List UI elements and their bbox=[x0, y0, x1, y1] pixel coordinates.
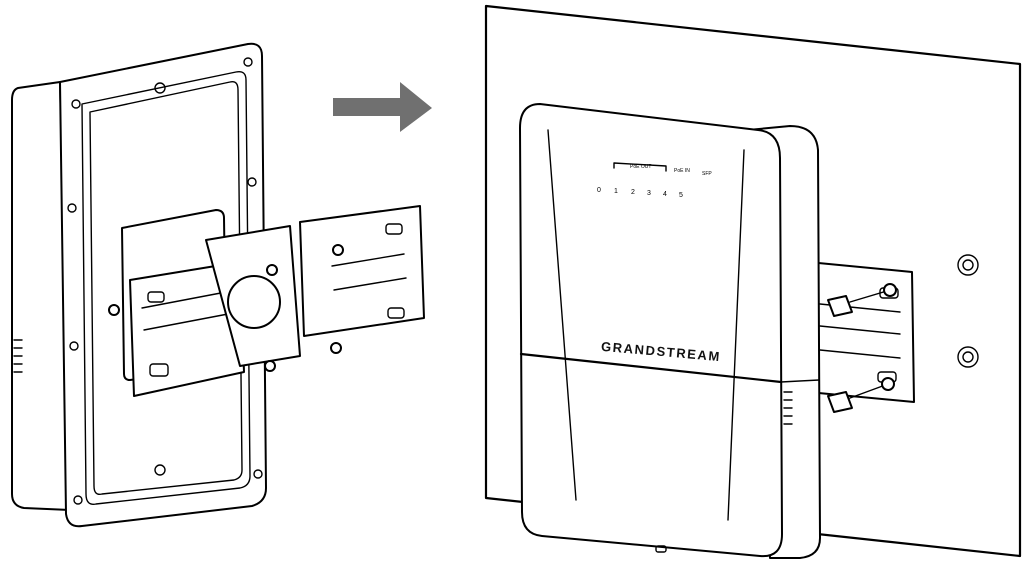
bracket-screws bbox=[108, 244, 344, 372]
port-label: 5 bbox=[679, 192, 683, 199]
port-label: 4 bbox=[663, 191, 667, 198]
wall-panel bbox=[484, 4, 1022, 558]
label-poe-in: PoE IN bbox=[674, 168, 690, 174]
label-poe-out: PoE OUT bbox=[630, 164, 651, 170]
port-label: 0 bbox=[597, 187, 601, 194]
wall-bracket bbox=[807, 261, 915, 413]
side-vent bbox=[13, 339, 23, 373]
front-side-vent bbox=[783, 391, 793, 425]
port-label: 3 bbox=[647, 190, 651, 197]
direction-arrow bbox=[333, 82, 432, 132]
back-screw-holes bbox=[67, 57, 263, 505]
label-sfp: SFP bbox=[702, 171, 712, 177]
port-label: 2 bbox=[631, 189, 635, 196]
port-labels: 0 1 2 3 4 5 bbox=[597, 187, 683, 199]
device-front-view: PoE OUT PoE IN SFP 0 1 2 3 4 5 GRANDSTRE… bbox=[519, 103, 821, 559]
port-label: 1 bbox=[614, 188, 618, 195]
device-back-view bbox=[11, 42, 425, 528]
